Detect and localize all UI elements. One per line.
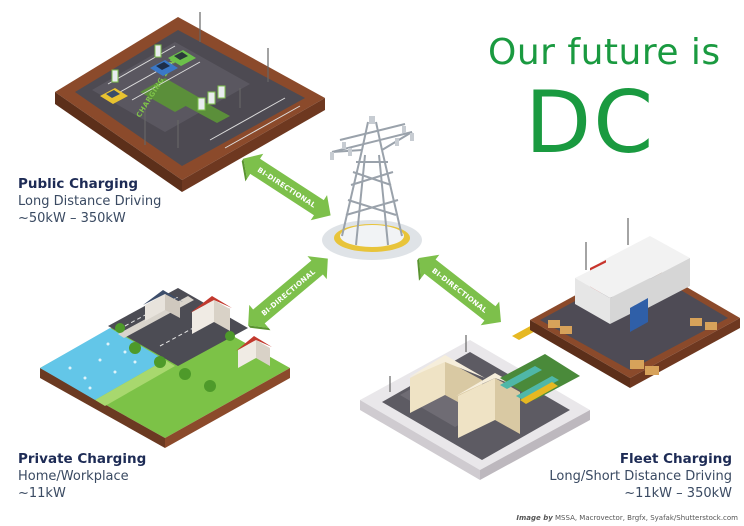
private-charging-line-2: ~11kW <box>18 486 66 501</box>
bidirectional-arrow-top: BI-DIRECTIONAL <box>241 153 331 221</box>
fleet-charging-title: Fleet Charging <box>619 451 732 467</box>
public-charging-line-2: ~50kW – 350kW <box>18 211 126 226</box>
fleet-charging-depot <box>360 218 740 480</box>
bus-teal <box>500 366 559 400</box>
arrow-label-left: BI-DIRECTIONAL <box>260 268 317 318</box>
arrow-label-right: BI-DIRECTIONAL <box>430 267 489 315</box>
private-charging-label: Private Charging Home/Workplace ~11kW <box>18 451 146 502</box>
public-charging-title: Public Charging <box>18 176 138 192</box>
public-charging-line-1: Long Distance Driving <box>18 194 162 209</box>
arrow-label-top: BI-DIRECTIONAL <box>256 166 317 210</box>
parked-car-blue <box>150 60 178 76</box>
bidirectional-arrow-right: BI-DIRECTIONAL <box>417 254 501 326</box>
headline-line-1: Our future is <box>488 32 721 73</box>
transmission-tower-icon <box>322 116 422 260</box>
image-credit: Image by MSSA, Macrovector, Brgfx, Syafa… <box>516 514 738 522</box>
headline-line-2: DC <box>525 73 656 173</box>
private-charging-line-1: Home/Workplace <box>18 469 129 484</box>
private-charging-neighborhood <box>40 288 290 448</box>
house-blue <box>143 290 183 321</box>
public-charging-label: Public Charging Long Distance Driving ~5… <box>18 176 161 227</box>
parked-car-yellow <box>100 88 128 104</box>
bidirectional-arrow-left: BI-DIRECTIONAL <box>248 256 328 331</box>
fleet-charging-line-1: Long/Short Distance Driving <box>549 469 732 484</box>
fleet-charging-line-2: ~11kW – 350kW <box>624 486 732 501</box>
private-charging-title: Private Charging <box>18 451 147 467</box>
public-charging-parking-lot: CHARGING ZONE <box>55 12 325 192</box>
parked-car-green <box>168 50 196 66</box>
image-credit-prefix: Image by <box>516 514 553 522</box>
truck-blue <box>575 258 650 332</box>
house-red <box>190 296 232 334</box>
image-credit-text: MSSA, Macrovector, Brgfx, Syafak/Shutter… <box>555 514 738 522</box>
house-red-2 <box>236 336 272 368</box>
fleet-charging-label: Fleet Charging Long/Short Distance Drivi… <box>549 451 732 502</box>
depot-building <box>408 355 522 438</box>
